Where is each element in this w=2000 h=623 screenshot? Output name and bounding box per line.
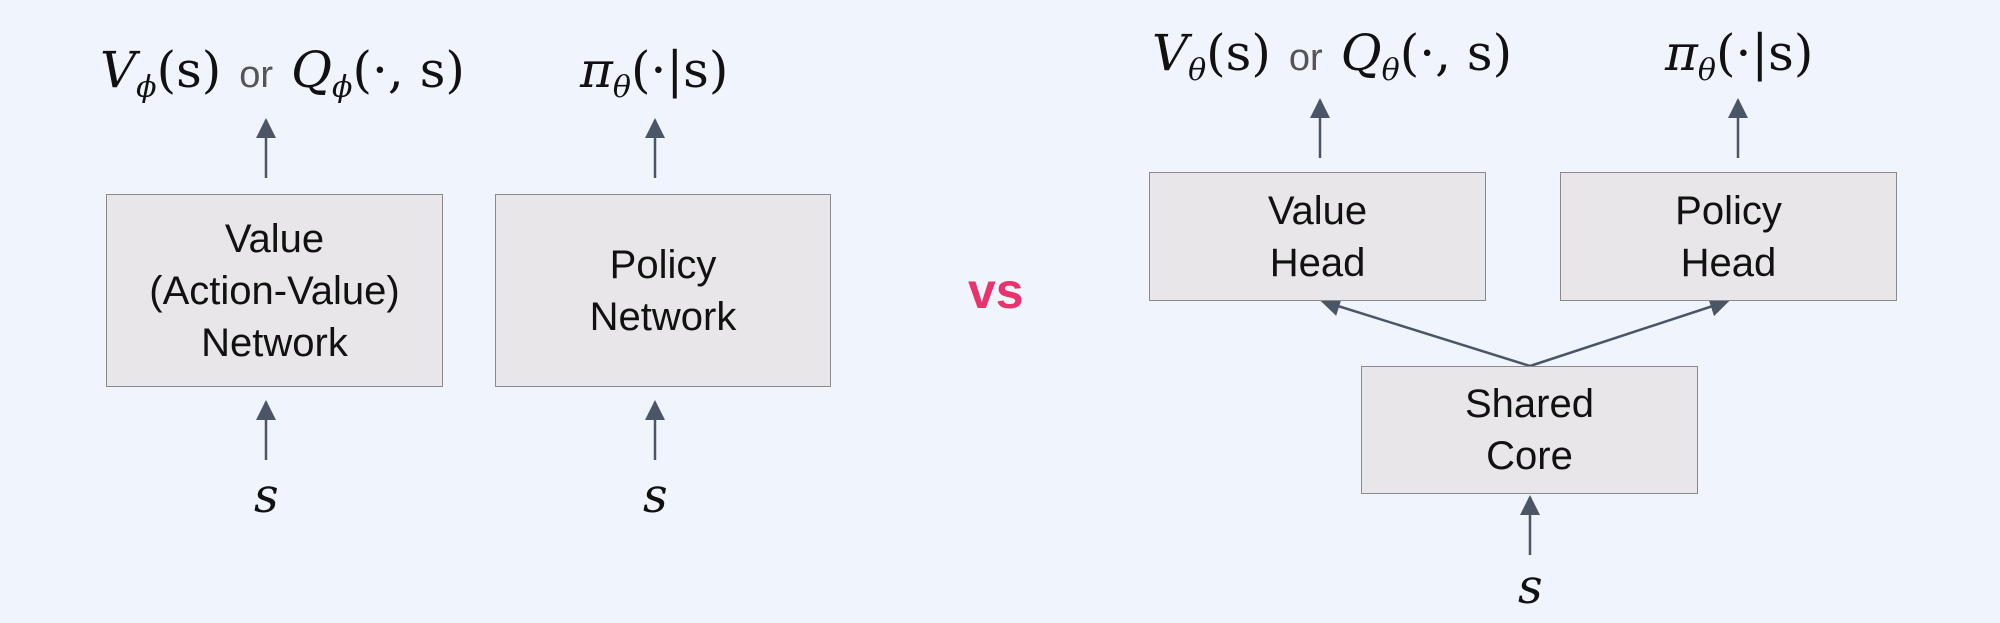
shared-core-label: Shared Core: [1465, 382, 1594, 478]
vs-label: vs: [968, 263, 1024, 319]
policy-network-label: Policy Network: [589, 242, 737, 339]
value-head-box: Value Head: [1149, 172, 1486, 301]
shared-core-box: Shared Core: [1361, 366, 1698, 494]
value-network-label: Value (Action-Value) Network: [149, 216, 400, 365]
policy-head-box: Policy Head: [1560, 172, 1897, 301]
arrow-core-to-value-head: [1320, 296, 1531, 368]
value-input-label: s: [254, 468, 279, 524]
policy-input-label: s: [643, 468, 668, 524]
value-network-box: Value (Action-Value) Network: [106, 194, 443, 387]
arrow-core-to-policy-head: [1529, 297, 1730, 368]
right-policy-output-formula: πθ(·|s): [1665, 24, 1814, 88]
policy-network-box: Policy Network: [495, 194, 831, 387]
policy-output-formula: πθ(·|s): [580, 41, 729, 105]
policy-head-label: Policy Head: [1675, 188, 1782, 285]
value-head-label: Value Head: [1267, 188, 1368, 285]
core-input-label: s: [1518, 559, 1543, 615]
